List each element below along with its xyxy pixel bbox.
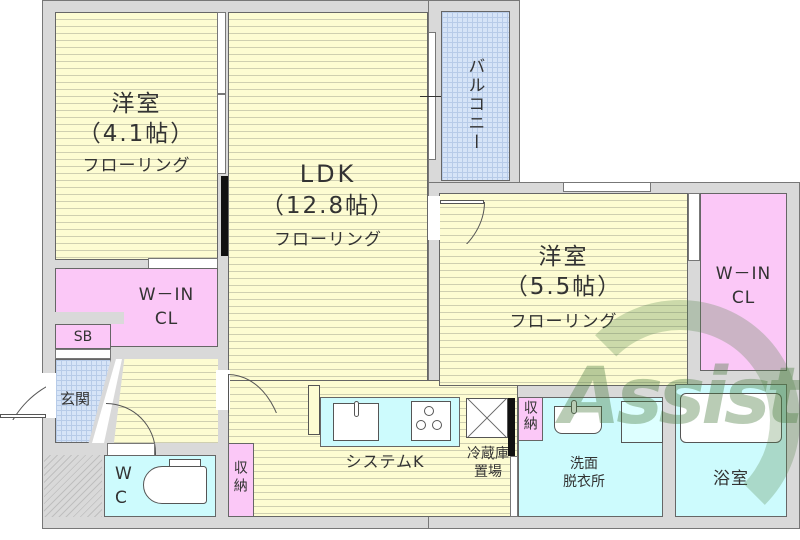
washing-machine-icon	[621, 401, 663, 443]
wall-segment-kitchen	[508, 398, 515, 456]
system-kitchen-label: システムK	[345, 452, 425, 471]
faucet-icon	[354, 401, 359, 417]
storage-2-label: 収納	[521, 400, 538, 432]
shoe-box-door[interactable]	[55, 349, 111, 359]
western-room-2-name: 洋室	[538, 244, 589, 270]
wall-segment-black	[221, 176, 229, 256]
fridge-space	[466, 398, 508, 438]
toilet-room: W C	[104, 455, 216, 517]
entrance-label: 玄関	[60, 390, 91, 408]
balcony-label: バルコニー	[464, 57, 485, 152]
room2-door-opening[interactable]	[428, 196, 440, 240]
closet-divider-wall	[55, 312, 124, 324]
bathtub-icon	[680, 393, 782, 443]
burner-3-icon	[432, 420, 442, 430]
sliding-door-room1[interactable]	[217, 12, 226, 94]
kitchen-counter-edge	[308, 385, 320, 435]
storage-1: 収納	[228, 443, 254, 517]
sliding-door-room1-b[interactable]	[217, 94, 226, 174]
walkin-closet-1-line2: CL	[154, 309, 179, 329]
system-kitchen	[320, 397, 460, 447]
bathroom-label: 浴室	[713, 469, 749, 489]
shoe-box-label: SB	[73, 329, 93, 345]
storage-2: 収納	[518, 397, 543, 441]
front-door-leaf	[0, 414, 46, 418]
bathroom: 浴室	[675, 384, 787, 517]
western-room-2-floor: フローリング	[509, 312, 618, 332]
western-room-2-size: （5.5帖）	[504, 274, 623, 300]
storage-1-label: 収納	[231, 460, 248, 496]
pipe-space	[44, 455, 102, 517]
washroom-line1: 洗面	[570, 456, 598, 472]
balcony: バルコニー	[441, 11, 510, 181]
walkin-closet-2-line2: CL	[731, 288, 756, 308]
toilet-line1: W	[115, 464, 133, 484]
ldk-floor: フローリング	[274, 230, 382, 250]
fridge-line2: 置場	[474, 464, 502, 480]
burner-1-icon	[424, 406, 434, 416]
walkin-closet-2-line1: W－IN	[715, 264, 772, 284]
closet2-door[interactable]	[688, 193, 700, 261]
window-mullion	[420, 96, 448, 97]
western-room-1-size: （4.1帖）	[77, 121, 196, 147]
burner-2-icon	[416, 420, 426, 430]
ldk-size: （12.8帖）	[260, 193, 396, 219]
toilet-line2: C	[115, 488, 128, 508]
washbasin-faucet-icon	[571, 400, 577, 414]
room2-window[interactable]	[563, 182, 651, 192]
western-room-1-name: 洋室	[111, 91, 162, 117]
western-room-1-floor: フローリング	[82, 156, 191, 176]
walkin-closet-2: W－IN CL	[700, 193, 787, 371]
walkin-closet-1-line1: W－IN	[138, 285, 195, 305]
room2-door-leaf	[440, 200, 484, 204]
washroom-sliding-door[interactable]	[510, 456, 518, 517]
toilet-bowl-icon	[143, 466, 207, 504]
washbasin-icon	[554, 406, 602, 434]
ldk-name: LDK	[299, 160, 357, 188]
western-room-1: 洋室 （4.1帖） フローリング	[55, 12, 218, 260]
shoe-box: SB	[55, 324, 111, 349]
fridge-line1: 冷蔵庫	[467, 446, 509, 462]
outer-notch	[438, 0, 442, 2]
washroom-line2: 脱衣所	[563, 474, 605, 490]
ldk-hall-door-opening[interactable]	[216, 370, 230, 410]
western-room-2: 洋室 （5.5帖） フローリング	[439, 193, 688, 386]
